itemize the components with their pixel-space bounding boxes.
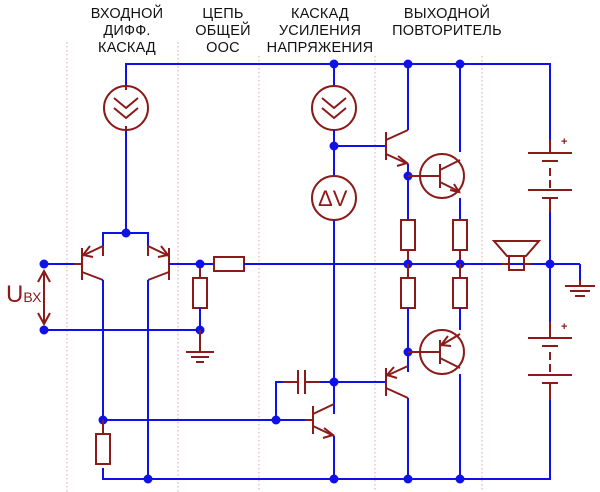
lower-output-transistor xyxy=(403,329,465,484)
header-line: ВЫХОДНОЙ xyxy=(403,6,491,22)
header-feedback: ЦЕПЬ ОБЩЕЙ ООС xyxy=(178,6,268,57)
header-input-stage: ВХОДНОЙ ДИФФ. КАСКАД xyxy=(62,6,192,57)
ground-icon xyxy=(565,280,595,297)
header-output: ВЫХОДНОЙ ПОВТОРИТЕЛЬ xyxy=(372,6,522,40)
input-voltage-subscript: ВХ xyxy=(23,289,42,305)
header-line: КАСКАД xyxy=(98,40,156,56)
negative-rail xyxy=(102,400,551,480)
battery-plus-label-bottom: + xyxy=(561,321,568,333)
input-terminals xyxy=(37,259,200,335)
battery-positive xyxy=(528,140,572,322)
battery-plus-label-top: + xyxy=(561,136,568,148)
header-line: ДИФФ. xyxy=(103,23,151,39)
header-line: ООС xyxy=(206,40,240,56)
speaker-icon xyxy=(491,240,542,271)
feedback-network xyxy=(169,256,550,363)
emitter-resistors xyxy=(400,219,468,372)
tail-resistor xyxy=(95,420,111,465)
input-voltage-label: UВХ xyxy=(6,281,41,309)
vas-transistor xyxy=(98,370,339,484)
header-line: ОБЩЕЙ xyxy=(195,23,251,39)
header-line: ЦЕПЬ xyxy=(202,6,244,22)
diff-pair xyxy=(74,228,170,479)
input-voltage-symbol: U xyxy=(6,281,24,308)
header-line: КАСКАД xyxy=(291,6,349,22)
header-line: НАПРЯЖЕНИЯ xyxy=(266,40,374,56)
upper-output-transistor xyxy=(408,59,465,220)
input-terminal-plus xyxy=(39,259,49,269)
input-terminal-minus xyxy=(39,325,49,335)
header-vas: КАСКАД УСИЛЕНИЯ НАПРЯЖЕНИЯ xyxy=(258,6,382,57)
current-source-input xyxy=(103,85,149,233)
vas-current-source xyxy=(311,59,357,176)
upper-driver-transistor xyxy=(334,59,413,220)
delta-v-label: ΔV xyxy=(318,186,348,211)
header-line: УСИЛЕНИЯ xyxy=(278,23,362,39)
header-line: ВХОДНОЙ xyxy=(90,6,164,22)
header-line: ПОВТОРИТЕЛЬ xyxy=(392,23,502,39)
battery-negative xyxy=(528,322,572,400)
positive-rail xyxy=(125,63,551,140)
lower-driver-transistor xyxy=(329,365,413,484)
